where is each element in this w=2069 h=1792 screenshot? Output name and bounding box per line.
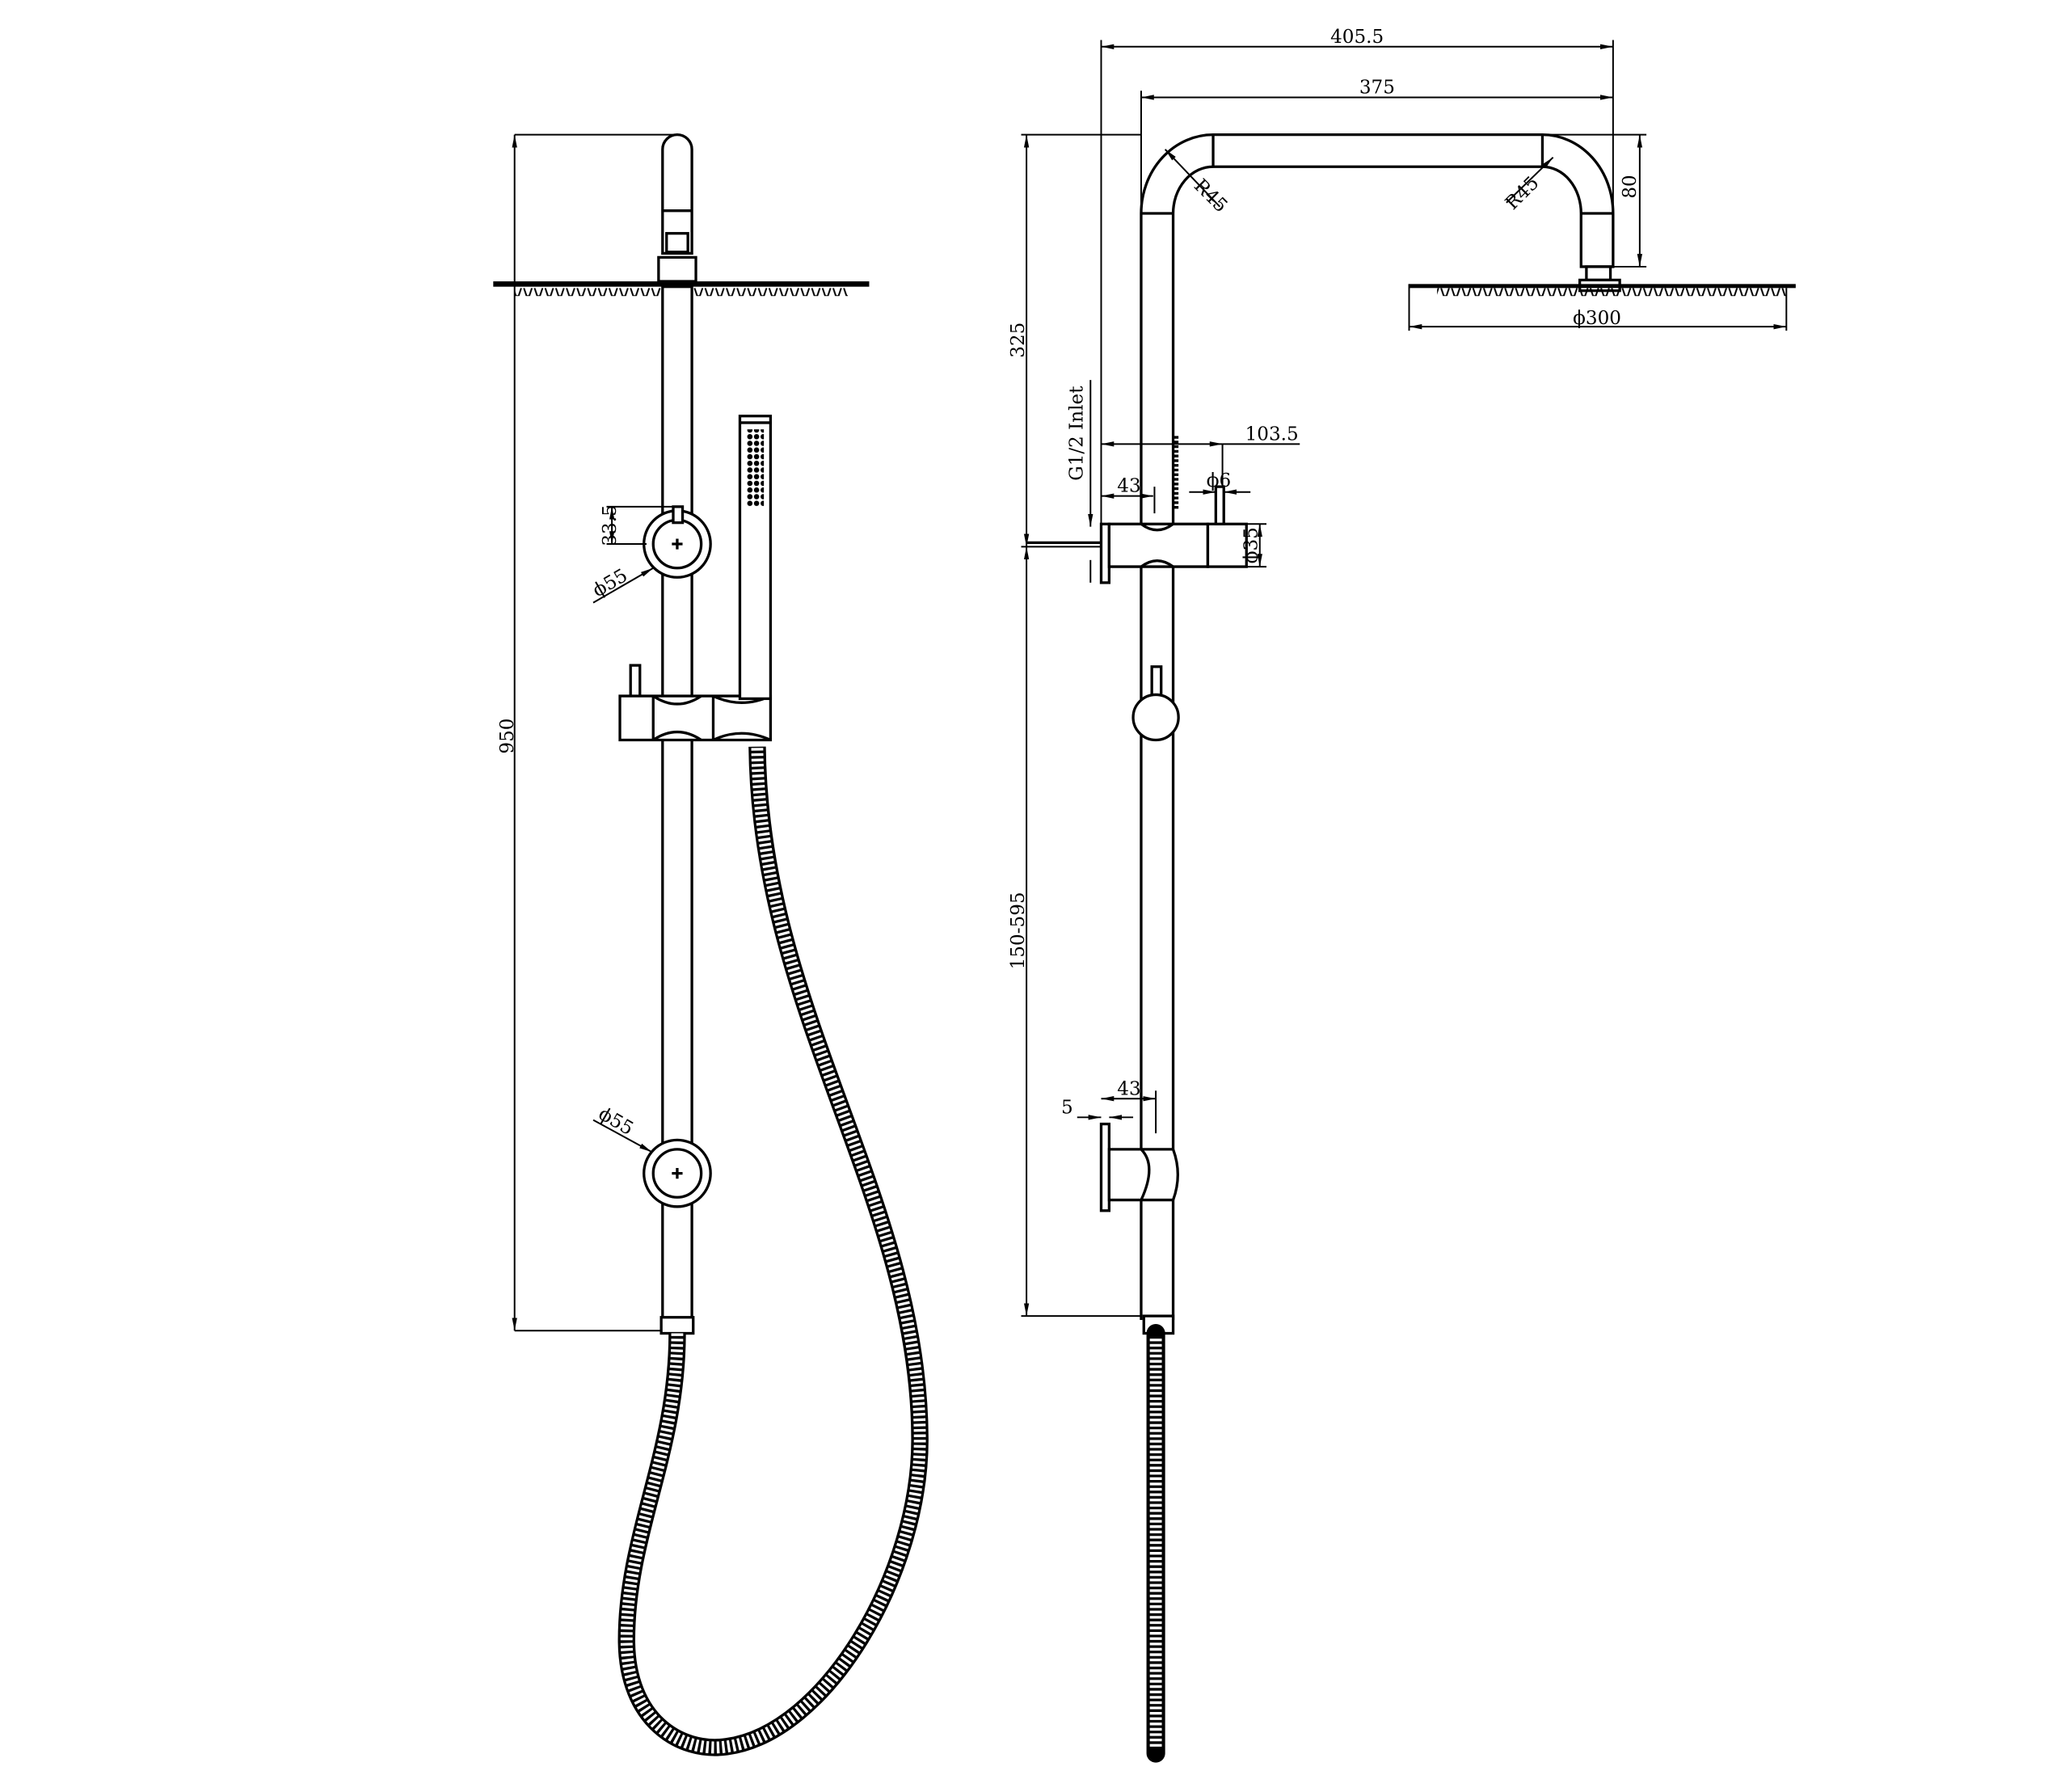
front-view: 950 33.5 ϕ55 xyxy=(493,133,929,1756)
sliding-holder-side xyxy=(1131,665,1180,742)
inlet-label: G1/2 Inlet xyxy=(1066,386,1087,481)
overall-projection-label: 405.5 xyxy=(1330,27,1384,48)
sliding-holder-front xyxy=(618,664,773,742)
inlet-offset-lower-label: 43 xyxy=(1117,1078,1140,1099)
shower-arm-front xyxy=(657,133,697,283)
bend-radius-right-label: R45 xyxy=(1502,172,1543,213)
head-diameter-label: ϕ300 xyxy=(1573,308,1621,329)
diverter-inlet-side: G1/2 Inlet 103.5 43 ϕ6 ϕ35 xyxy=(1026,380,1300,584)
inlet-offset-upper-label: 43 xyxy=(1117,476,1140,497)
adjustable-height-label: 150-595 xyxy=(1008,892,1029,969)
bracket-offset-label: 33.5 xyxy=(600,504,621,546)
shower-arm-side: R45 R45 xyxy=(1140,133,1615,1321)
body-diameter-label: ϕ35 xyxy=(1241,527,1262,563)
lower-bracket-diameter-label: ϕ55 xyxy=(595,1103,637,1140)
hand-shower-front xyxy=(738,415,773,701)
dimension-overall-height: 950 xyxy=(497,133,681,1332)
lower-bracket-side: 43 5 xyxy=(1061,1078,1179,1212)
flange-thickness-label: 5 xyxy=(1061,1097,1073,1118)
shower-head-side: ϕ300 xyxy=(1408,265,1796,331)
dimension-overall-projection: 405.5 xyxy=(1100,27,1614,547)
overall-height-label: 950 xyxy=(497,719,518,754)
diverter-projection-label: 103.5 xyxy=(1245,424,1299,445)
side-view: 405.5 375 80 R45 R45 xyxy=(1008,27,1796,1763)
arm-drop-label: 80 xyxy=(1620,175,1641,198)
arm-length-label: 375 xyxy=(1359,78,1395,99)
pin-diameter-label: ϕ6 xyxy=(1207,470,1231,491)
upper-bracket-diameter-label: ϕ55 xyxy=(589,565,631,601)
lower-wall-bracket-front: ϕ55 xyxy=(592,1103,712,1208)
upper-height-label: 325 xyxy=(1008,323,1029,358)
hose-front xyxy=(617,746,929,1756)
dimension-arm-drop: 80 xyxy=(1542,133,1647,268)
dimension-heights: 325 150-595 xyxy=(1008,133,1141,1318)
rail-nut-front xyxy=(659,1316,695,1335)
dimension-arm-length: 375 xyxy=(1140,78,1613,213)
